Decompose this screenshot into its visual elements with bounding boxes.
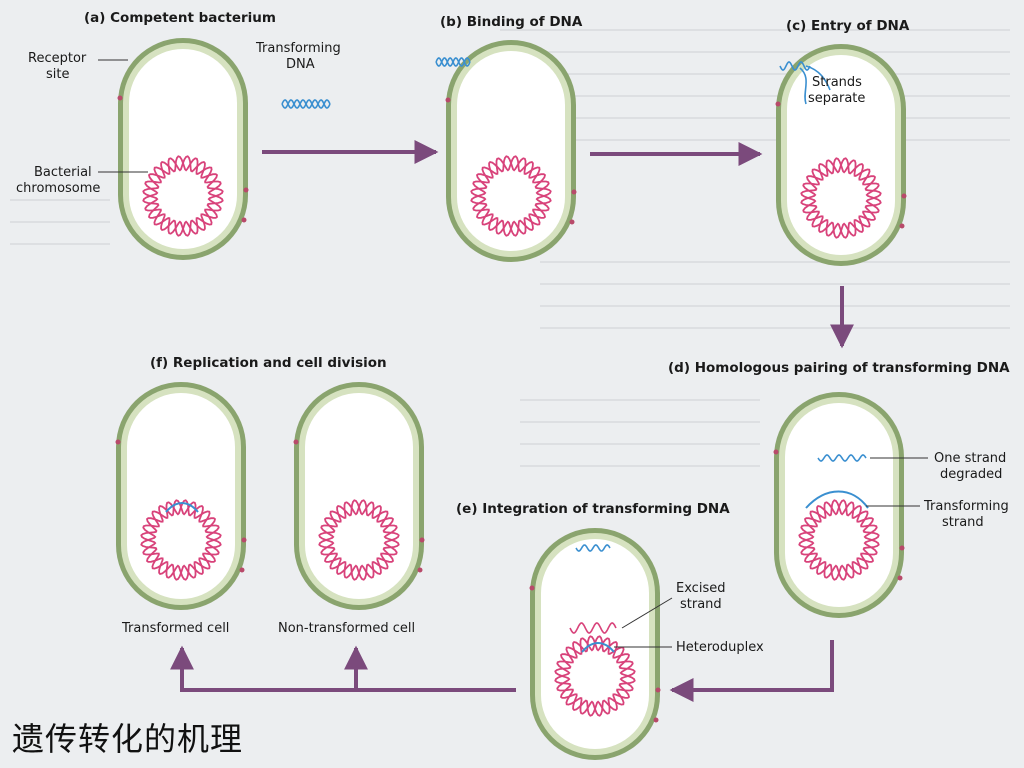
excised-strand-leader — [621, 597, 673, 629]
receptor-site — [529, 585, 535, 591]
excised-strand-label: Excised strand — [676, 581, 730, 612]
heteroduplex-label: Heteroduplex — [676, 640, 764, 655]
receptor-site — [569, 219, 575, 225]
panel-b-title: (b) Binding of DNA — [440, 14, 583, 30]
receptor-site — [445, 97, 451, 103]
receptor-site — [899, 223, 905, 229]
process-arrows — [170, 140, 854, 702]
receptor-site — [899, 545, 905, 551]
receptor-site-label: Receptor site — [28, 51, 90, 82]
panel-c-title: (c) Entry of DNA — [786, 18, 910, 34]
one-strand-degraded-label: One strand degraded — [934, 451, 1010, 482]
cell-a-competent — [117, 38, 331, 260]
receptor-site — [773, 449, 779, 455]
receptor-site — [901, 193, 907, 199]
receptor-site — [653, 717, 659, 723]
cell-e-integration — [529, 528, 661, 760]
panel-a-title: (a) Competent bacterium — [84, 10, 276, 26]
non-transformed-cell-label: Non-transformed cell — [278, 621, 415, 636]
receptor-site — [243, 187, 249, 193]
transforming-dna-label: Transforming DNA — [255, 41, 345, 72]
arrow-e-to-f — [170, 645, 516, 692]
transformed-cell-label: Transformed cell — [121, 621, 229, 636]
panel-d-title: (d) Homologous pairing of transforming D… — [668, 360, 1010, 376]
receptor-site — [417, 567, 423, 573]
cell-c-entry — [775, 44, 907, 266]
transforming-strand-label: Transforming strand — [923, 499, 1013, 530]
receptor-site — [293, 439, 299, 445]
background-texture — [10, 29, 1010, 467]
receptor-site — [241, 537, 247, 543]
cell-f-non-transformed — [293, 382, 425, 610]
receptor-site — [655, 687, 661, 693]
receptor-site — [115, 439, 121, 445]
panel-f-title: (f) Replication and cell division — [150, 355, 387, 371]
receptor-site — [419, 537, 425, 543]
receptor-site — [241, 217, 247, 223]
receptor-site — [775, 101, 781, 107]
receptor-site — [117, 95, 123, 101]
bacterial-chromosome-label: Bacterial chromosome — [16, 165, 100, 196]
cell-f-transformed — [115, 382, 247, 610]
cell-d-pairing — [773, 392, 905, 618]
arrow-d-to-e — [669, 640, 834, 702]
receptor-site — [239, 567, 245, 573]
slide-caption: 遗传转化的机理 — [12, 720, 244, 758]
strands-separate-label: Strands separate — [808, 75, 866, 106]
panel-e-title: (e) Integration of transforming DNA — [456, 501, 730, 517]
receptor-site — [897, 575, 903, 581]
cell-b-binding — [435, 40, 577, 262]
receptor-site — [571, 189, 577, 195]
